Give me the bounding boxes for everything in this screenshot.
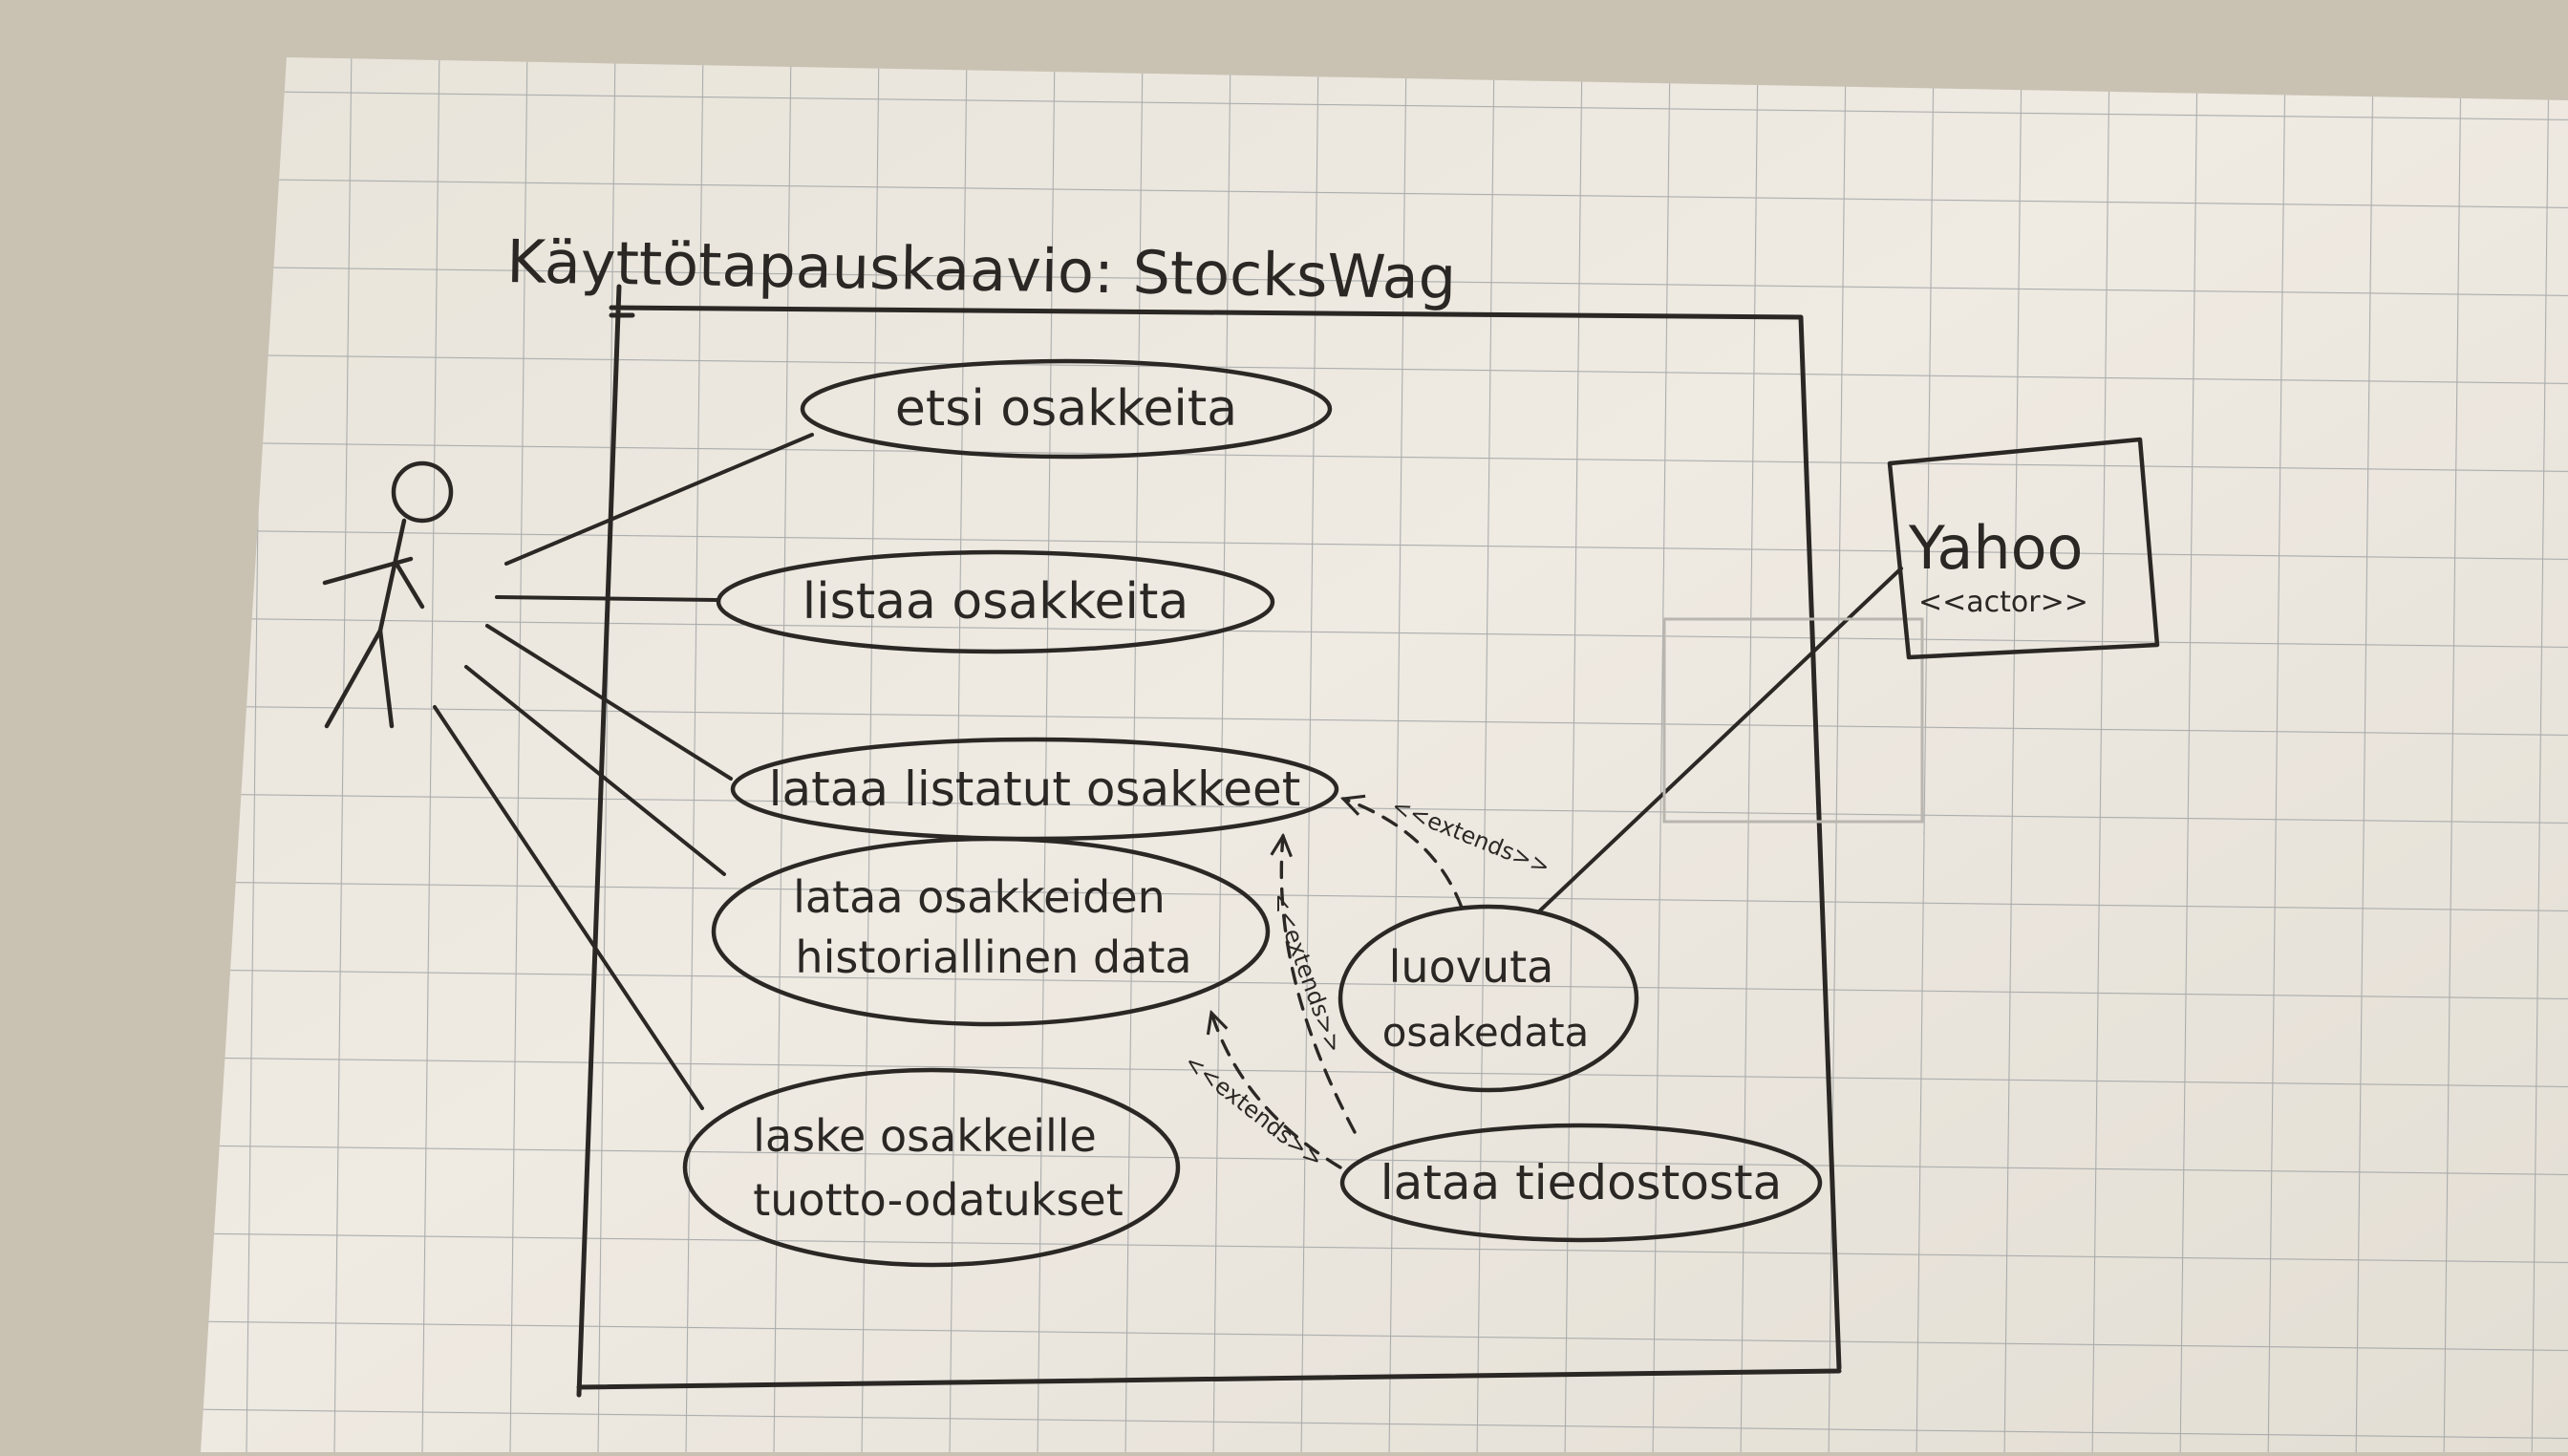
use-case-luovuta-label-2: osakedata — [1382, 1009, 1590, 1056]
association-etsi — [504, 433, 814, 566]
use-case-lataa-listatut[interactable]: lataa listatut osakkeet — [730, 737, 1339, 842]
external-actor-yahoo[interactable]: Yahoo <<actor>> — [1887, 437, 2160, 660]
use-case-laske[interactable]: laske osakkeille tuotto-odatukset — [682, 1067, 1181, 1268]
user-actor — [322, 460, 454, 729]
use-case-listaa-ellipse — [716, 549, 1275, 654]
use-case-luovuta-label-1: luovuta — [1389, 941, 1554, 993]
association-lataa-listatut — [485, 624, 733, 781]
external-actor-stereotype: <<actor>> — [1918, 586, 2088, 619]
use-case-listaa-label: listaa osakkeita — [802, 573, 1188, 631]
paper-grid — [201, 57, 2568, 1452]
diagram-title: Käyttötapauskaavio: StocksWag — [506, 226, 1457, 312]
use-case-laske-label-1: laske osakkeille — [753, 1110, 1097, 1162]
use-case-lataa-historia-label-1: lataa osakkeiden — [793, 871, 1166, 923]
use-case-luovuta-ellipse — [1338, 904, 1639, 1093]
use-case-lataa-tiedosto-ellipse — [1339, 1123, 1823, 1243]
association-listaa — [495, 595, 718, 602]
extend-arrow-tiedosto-to-listatut — [1281, 836, 1357, 1134]
use-case-lataa-historia[interactable]: lataa osakkeiden historiallinen data — [711, 836, 1271, 1027]
use-case-lataa-historia-ellipse — [711, 836, 1271, 1027]
association-laske — [433, 705, 704, 1110]
extend-arrow-tiedosto-to-historia — [1211, 1013, 1342, 1169]
use-case-etsi-ellipse — [800, 358, 1333, 460]
use-case-luovuta[interactable]: luovuta osakedata — [1338, 904, 1639, 1093]
extend-arrow-luovuta-to-listatut — [1343, 799, 1464, 910]
use-case-listaa[interactable]: listaa osakkeita — [716, 549, 1275, 654]
system-boundary — [576, 284, 1842, 1398]
associations — [433, 433, 814, 1110]
association-lataa-historia — [464, 665, 726, 876]
use-case-lataa-tiedosto-label: lataa tiedostosta — [1380, 1155, 1782, 1210]
use-case-laske-label-2: tuotto-odatukset — [753, 1174, 1124, 1226]
use-case-lataa-tiedosto[interactable]: lataa tiedostosta — [1339, 1123, 1823, 1243]
erased-box — [1662, 617, 1924, 824]
external-actor-box — [1887, 437, 2160, 660]
use-case-etsi-label: etsi osakkeita — [895, 380, 1237, 438]
external-actor-name: Yahoo — [1908, 513, 2084, 583]
use-case-etsi[interactable]: etsi osakkeita — [800, 358, 1333, 460]
association-yahoo — [1536, 567, 1903, 914]
use-case-lataa-historia-label-2: historiallinen data — [795, 931, 1191, 983]
use-case-lataa-listatut-label: lataa listatut osakkeet — [769, 761, 1301, 817]
actor-head — [391, 460, 454, 524]
use-case-laske-ellipse — [682, 1067, 1181, 1268]
